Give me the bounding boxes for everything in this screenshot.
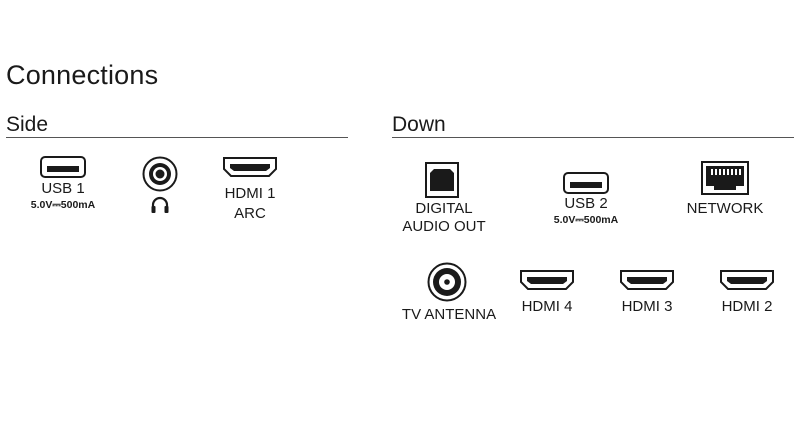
section-divider-down <box>392 137 794 138</box>
usb-port-icon <box>40 156 86 178</box>
port-label-usb2: USB 2 <box>564 195 608 212</box>
port-label-hdmi4: HDMI 4 <box>521 298 573 315</box>
section-divider-side <box>6 137 348 138</box>
port-label-hdmi1: HDMI 1 <box>224 185 276 202</box>
section-heading-down: Down <box>392 113 446 136</box>
hdmi-port-icon <box>619 269 675 291</box>
hdmi-port-icon <box>719 269 775 291</box>
port-label-audio-out: AUDIO OUT <box>402 218 486 235</box>
port-label-hdmi1-arc: ARC <box>234 205 266 222</box>
hdmi-port-icon <box>222 156 278 178</box>
section-heading-side: Side <box>6 113 49 136</box>
port-label-network: NETWORK <box>686 200 764 217</box>
port-label-hdmi3: HDMI 3 <box>621 298 673 315</box>
port-spec-usb1: 5.0V⎓500mA <box>30 199 96 211</box>
optical-port-icon <box>425 162 459 198</box>
ethernet-port-icon <box>701 161 749 195</box>
headphones-icon <box>150 195 170 215</box>
hdmi-port-icon <box>519 269 575 291</box>
port-label-hdmi2: HDMI 2 <box>721 298 773 315</box>
usb-port-icon <box>563 172 609 194</box>
page-title: Connections <box>6 60 159 90</box>
port-spec-usb2: 5.0V⎓500mA <box>553 214 619 226</box>
port-label-digital: DIGITAL <box>415 200 473 217</box>
port-label-usb1: USB 1 <box>41 180 85 197</box>
port-label-tv-antenna: TV ANTENNA <box>401 306 497 323</box>
headphone-jack-icon <box>142 156 178 192</box>
coax-port-icon <box>427 262 467 302</box>
